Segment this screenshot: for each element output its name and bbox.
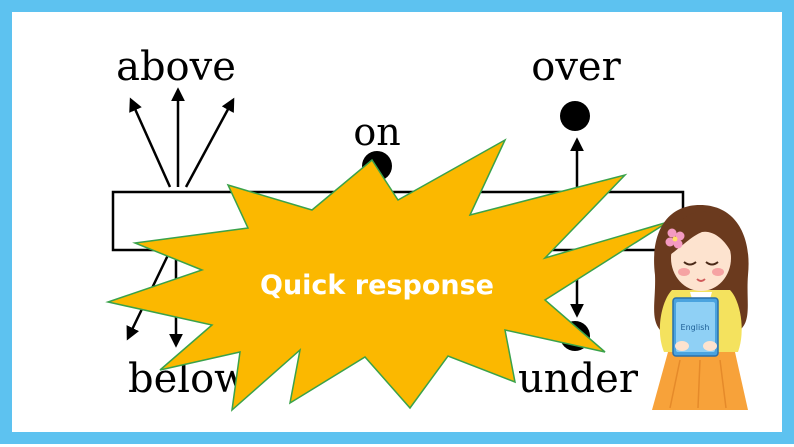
burst-label: Quick response <box>260 270 494 301</box>
label-above: above <box>116 44 236 90</box>
over-ball <box>560 101 590 131</box>
label-over: over <box>531 44 621 90</box>
above-arrows <box>129 87 235 188</box>
label-on: on <box>353 110 400 154</box>
label-under: under <box>518 356 639 402</box>
burst-shape <box>105 138 669 412</box>
girl-illustration: English <box>652 205 749 410</box>
quick-response-burst[interactable]: Quick response <box>105 138 669 412</box>
book-title: English <box>681 323 710 332</box>
flower-icon <box>665 228 685 249</box>
